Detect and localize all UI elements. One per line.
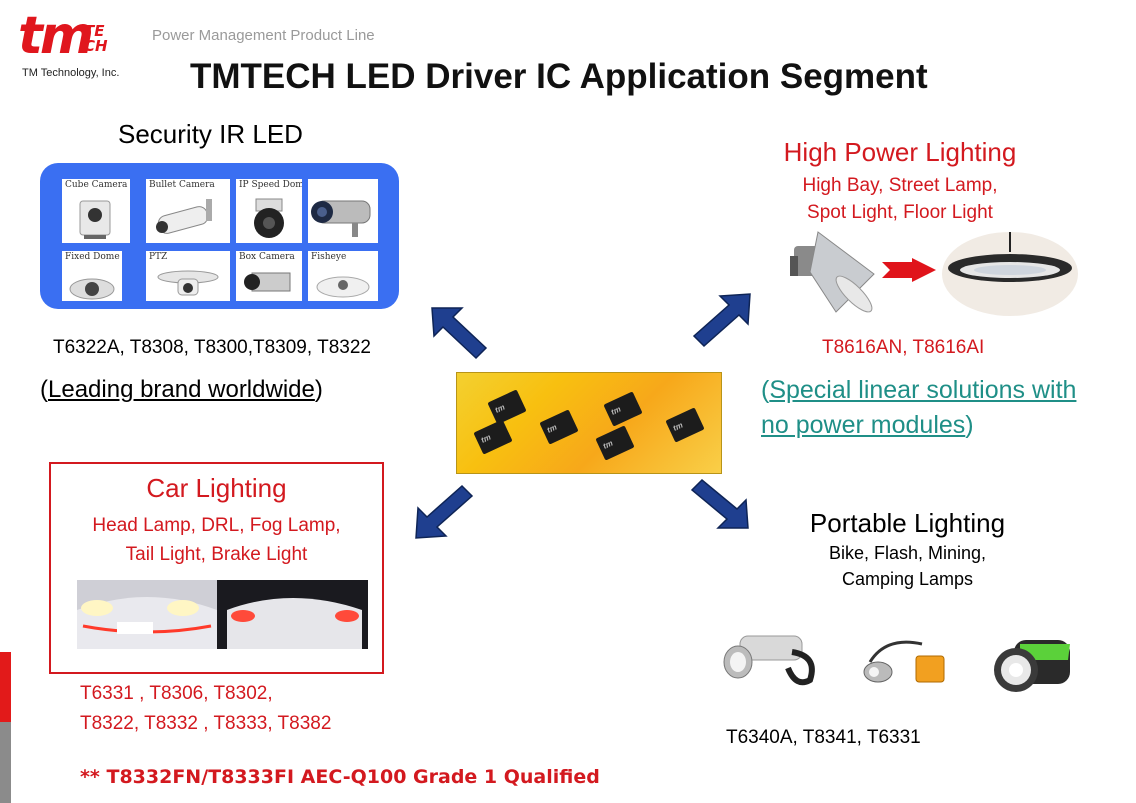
high-power-title: High Power Lighting — [783, 137, 1017, 167]
chip-marking: tm — [609, 404, 623, 417]
flashlight-image — [994, 640, 1070, 692]
camera-thumb-cube: Cube Camera — [62, 179, 130, 243]
chip: tm — [473, 419, 513, 455]
ufo-led-lamp-image — [942, 232, 1078, 316]
high-bay-lamp-image — [790, 231, 875, 313]
portable-subtitle-line: Bike, Flash, Mining, — [828, 543, 987, 563]
camera-thumb-box-large — [308, 179, 378, 243]
camera-thumb-fixed-dome: Fixed Dome — [62, 251, 122, 301]
security-title: Security IR LED — [118, 119, 303, 149]
security-tagline: (Leading brand worldwide) — [40, 376, 323, 404]
mining-lamp-image — [863, 640, 945, 683]
edge-accent-bar — [0, 652, 11, 722]
camera-thumb-fisheye: Fisheye — [308, 251, 378, 301]
high-power-subtitle: High Bay, Street Lamp, Spot Light, Floor… — [700, 172, 1100, 226]
note-line: (Special linear solutions with — [761, 373, 1076, 408]
camera-label: Bullet Camera — [149, 180, 215, 190]
note-text: no power modules — [761, 411, 966, 439]
portable-subtitle-line: Camping Lamps — [841, 569, 974, 589]
chip: tm — [487, 389, 527, 425]
chip-marking: tm — [671, 420, 685, 433]
bike-light-image — [723, 635, 815, 686]
car-parts-line: T6331 , T8306, T8302, — [80, 683, 273, 704]
arrow-up-left-icon — [431, 307, 488, 360]
car-subtitle: Head Lamp, DRL, Fog Lamp, Tail Light, Br… — [49, 511, 384, 569]
camera-label: Fisheye — [311, 252, 347, 262]
high-power-note: (Special linear solutions with no power … — [761, 373, 1076, 443]
logo-tech: TE CH — [84, 22, 108, 55]
car-lights-photo — [77, 580, 368, 649]
aec-q100-qualification-note: ** T8332FN/T8333FI AEC-Q100 Grade 1 Qual… — [80, 766, 600, 788]
camera-label: IP Speed Dome — [239, 180, 302, 190]
red-right-arrow-icon — [882, 258, 936, 282]
portable-subtitle: Bike, Flash, Mining, Camping Lamps — [760, 540, 1055, 592]
camera-label: Fixed Dome — [65, 252, 120, 262]
portable-title: Portable Lighting — [809, 508, 1006, 538]
led-driver-chips-image: tm tm tm tm tm tm — [456, 372, 722, 474]
camera-thumb-speed-dome: IP Speed Dome — [236, 179, 302, 243]
note-close-paren: ) — [965, 411, 974, 439]
camera-label: Box Camera — [239, 252, 295, 262]
tagline-open-paren: ( — [40, 376, 48, 403]
product-line-label: Power Management Product Line — [152, 27, 375, 44]
high-power-part-numbers: T8616AN, T8616AI — [822, 337, 985, 358]
car-lighting-box — [49, 462, 384, 674]
chip: tm — [595, 425, 635, 461]
camera-thumb-box: Box Camera — [236, 251, 302, 301]
note-open-paren: ( — [761, 376, 770, 404]
tagline-text: Leading brand worldwide — [48, 376, 315, 403]
arrow-up-right-icon — [692, 293, 751, 348]
tagline-close-paren: ) — [314, 376, 323, 403]
chip: tm — [539, 409, 579, 445]
note-line: no power modules) — [761, 408, 1076, 443]
high-power-subtitle-line: Spot Light, Floor Light — [807, 202, 993, 223]
page-title: TMTECH LED Driver IC Application Segment — [190, 57, 928, 96]
chip-marking: tm — [545, 422, 559, 435]
edge-accent-bar — [0, 722, 11, 803]
security-camera-panel: Cube Camera Bullet Camera IP Speed Dome … — [40, 163, 399, 309]
chip-marking: tm — [601, 438, 615, 451]
chip-marking: tm — [493, 402, 507, 415]
car-part-numbers: T6331 , T8306, T8302, T8322, T8332 , T83… — [80, 679, 331, 739]
chip-marking: tm — [479, 432, 493, 445]
arrow-down-left-icon — [415, 484, 474, 539]
chip: tm — [665, 407, 705, 443]
camera-label: Cube Camera — [65, 180, 128, 190]
car-subtitle-line: Head Lamp, DRL, Fog Lamp, — [92, 515, 341, 536]
car-subtitle-line: Tail Light, Brake Light — [125, 544, 308, 565]
portable-part-numbers: T6340A, T8341, T6331 — [726, 727, 921, 748]
camera-thumb-bullet: Bullet Camera — [146, 179, 230, 243]
high-power-subtitle-line: High Bay, Street Lamp, — [802, 175, 998, 196]
company-name: TM Technology, Inc. — [22, 67, 120, 79]
car-title: Car Lighting — [146, 473, 287, 503]
camera-label: PTZ — [149, 252, 168, 262]
note-text: Special linear solutions with — [769, 376, 1077, 404]
security-part-numbers: T6322A, T8308, T8300,T8309, T8322 — [53, 337, 371, 358]
camera-thumb-ptz: PTZ — [146, 251, 230, 301]
chip: tm — [603, 391, 643, 427]
arrow-down-right-icon — [690, 478, 749, 529]
logo-mark: tm — [18, 6, 94, 66]
car-parts-line: T8322, T8332 , T8333, T8382 — [80, 713, 332, 734]
